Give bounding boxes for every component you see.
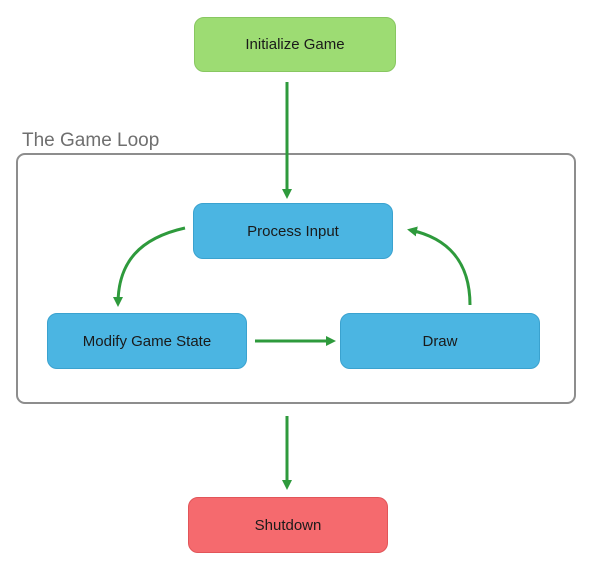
- game-loop-group-box: [16, 153, 576, 404]
- node-process-input: Process Input: [193, 203, 393, 259]
- node-shutdown-label: Shutdown: [254, 516, 322, 534]
- node-modify-game-state: Modify Game State: [47, 313, 247, 369]
- node-draw: Draw: [340, 313, 540, 369]
- node-shutdown: Shutdown: [188, 497, 388, 553]
- game-loop-group-title: The Game Loop: [22, 130, 160, 151]
- node-process-input-label: Process Input: [247, 222, 339, 240]
- node-modify-game-state-label: Modify Game State: [82, 332, 212, 350]
- node-initialize-game: Initialize Game: [194, 17, 396, 72]
- node-initialize-game-label: Initialize Game: [245, 36, 345, 53]
- node-draw-label: Draw: [422, 332, 458, 350]
